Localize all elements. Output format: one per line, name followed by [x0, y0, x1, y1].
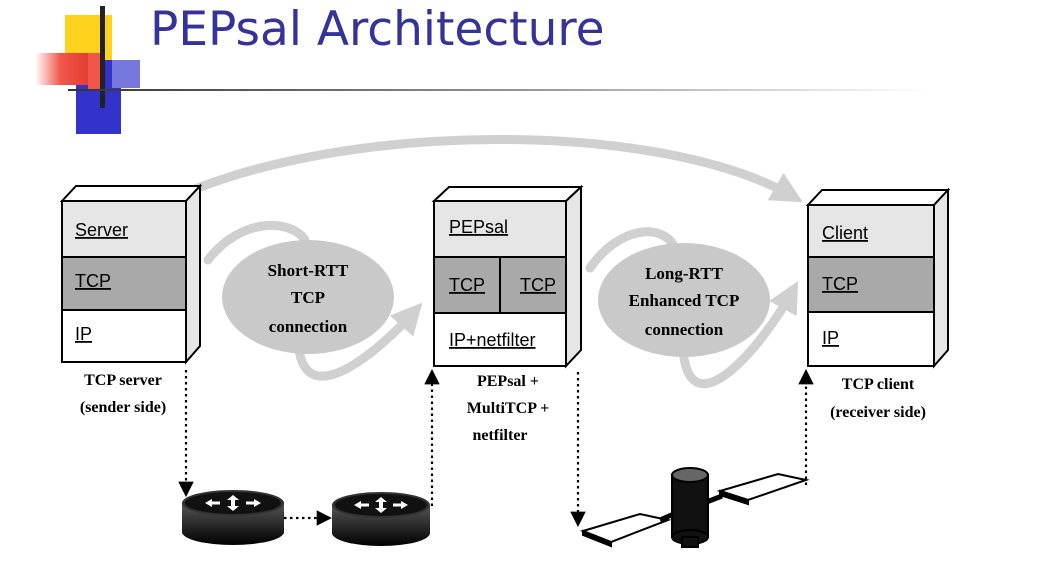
- client-caption-line1: TCP client: [842, 376, 915, 393]
- slide-title: PEPsal Architecture: [150, 2, 605, 57]
- end-to-end-arrow: [165, 135, 803, 205]
- pep-layer-tcp-right: TCP: [520, 275, 556, 295]
- satellite-icon: [579, 467, 810, 548]
- data-flow-arrows: [165, 135, 803, 389]
- server-stack: [59, 183, 203, 365]
- server-caption-line2: (sender side): [80, 399, 166, 416]
- client-layer-app: Client: [822, 223, 868, 243]
- server-to-pep-arrow-bottom: [293, 302, 423, 381]
- long-rtt-line2: Enhanced TCP: [629, 291, 740, 310]
- short-rtt-connection: Short-RTT TCP connection: [222, 240, 394, 354]
- long-rtt-line3: connection: [645, 320, 724, 339]
- short-rtt-line3: connection: [269, 317, 348, 336]
- server-caption-line1: TCP server: [84, 372, 162, 389]
- pep-to-client-arrow-bottom: [678, 280, 799, 389]
- pepsal-stack: [431, 184, 584, 369]
- pep-caption-line1: PEPsal +: [477, 373, 539, 390]
- pep-layer-app: PEPsal: [449, 217, 508, 237]
- router-icon: [182, 490, 284, 545]
- client-stack: [805, 187, 951, 369]
- router-icon: [332, 492, 430, 546]
- client-layer-tcp: TCP: [822, 274, 858, 294]
- server-layer-ip: IP: [75, 324, 92, 344]
- long-rtt-line1: Long-RTT: [645, 264, 723, 283]
- pep-to-client-arrow-top: [585, 227, 681, 273]
- short-rtt-line1: Short-RTT: [268, 261, 349, 280]
- long-rtt-connection: Long-RTT Enhanced TCP connection: [598, 243, 770, 357]
- server-layer-tcp: TCP: [75, 271, 111, 291]
- pep-caption-line2: MultiTCP +: [467, 400, 549, 417]
- pep-layer-ip: IP+netfilter: [449, 330, 536, 350]
- server-to-pep-arrow-top: [203, 220, 310, 265]
- title-rule: [68, 89, 928, 91]
- client-caption-line2: (receiver side): [830, 404, 926, 421]
- short-rtt-line2: TCP: [291, 288, 325, 307]
- slide-logo: [35, 6, 140, 134]
- pep-layer-tcp-left: TCP: [449, 275, 485, 295]
- pep-caption-line3: netfilter: [472, 427, 527, 444]
- server-layer-app: Server: [75, 220, 128, 240]
- client-layer-ip: IP: [822, 328, 839, 348]
- physical-path-lines: [178, 368, 814, 528]
